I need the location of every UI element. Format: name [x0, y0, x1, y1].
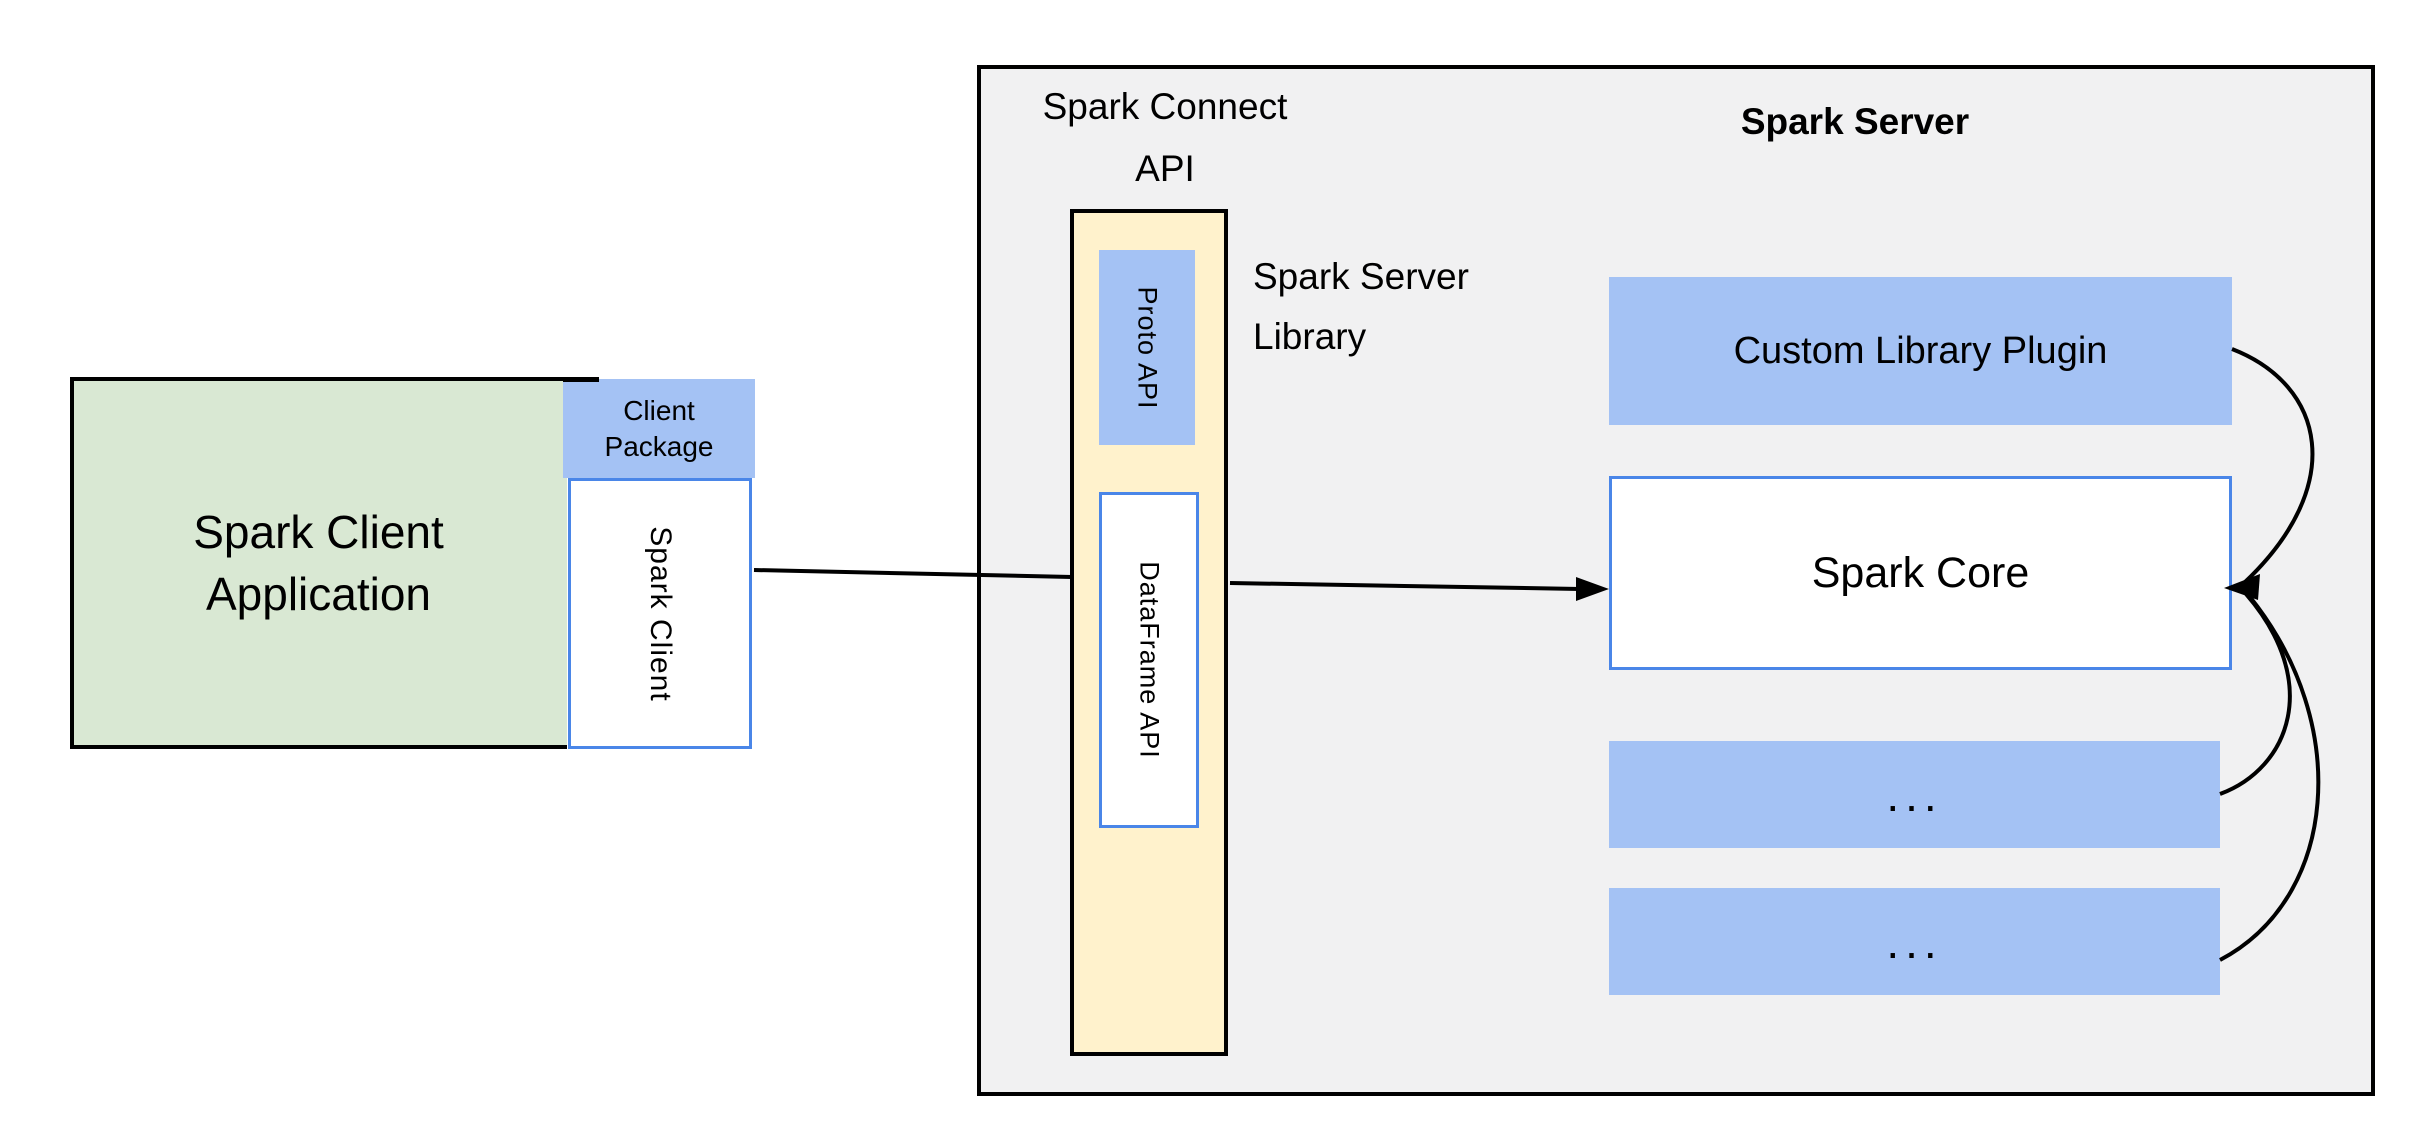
spark-server-title: Spark Server: [1740, 101, 1970, 142]
proto-api-label: Proto API: [1132, 285, 1163, 410]
spark-connect-api-label-line1: Spark Connect: [1042, 86, 1288, 127]
spark-server-library-label-line2: Library: [1253, 316, 1367, 357]
dataframe-api-label: DataFrame API: [1134, 561, 1165, 759]
spark-connect-api-label-line2: API: [1135, 148, 1195, 189]
spark-client-label: Spark Client: [644, 525, 677, 702]
custom-library-plugin-label: Custom Library Plugin: [1733, 329, 2108, 372]
spark-core-box: Spark Core: [1609, 476, 2232, 670]
custom-library-plugin-box: Custom Library Plugin: [1609, 277, 2232, 425]
spark-core-label: Spark Core: [1811, 548, 2030, 597]
client-package-label: Client Package: [604, 394, 714, 462]
plugin-slot-2-label: ...: [1886, 915, 1943, 968]
dataframe-api-box: DataFrame API: [1099, 492, 1199, 828]
spark-client-application-box: [70, 377, 567, 749]
spark-server-library-label: Spark Server Library: [1253, 247, 1573, 367]
plugin-slot-1-label: ...: [1886, 768, 1943, 821]
spark-client-application-label: Spark Client Application: [70, 377, 567, 749]
proto-api-box: Proto API: [1099, 250, 1195, 445]
plugin-slot-1-box: ...: [1609, 741, 2220, 848]
spark-server-library-label-line1: Spark Server: [1253, 256, 1469, 297]
spark-connect-api-label: Spark Connect API: [1000, 76, 1330, 200]
plugin-slot-2-box: ...: [1609, 888, 2220, 995]
spark-client-box: Spark Client: [568, 478, 752, 749]
spark-client-application-label-line2: Application: [205, 568, 432, 620]
client-package-box: Client Package: [563, 379, 755, 478]
spark-client-application-label-line1: Spark Client: [193, 506, 444, 558]
